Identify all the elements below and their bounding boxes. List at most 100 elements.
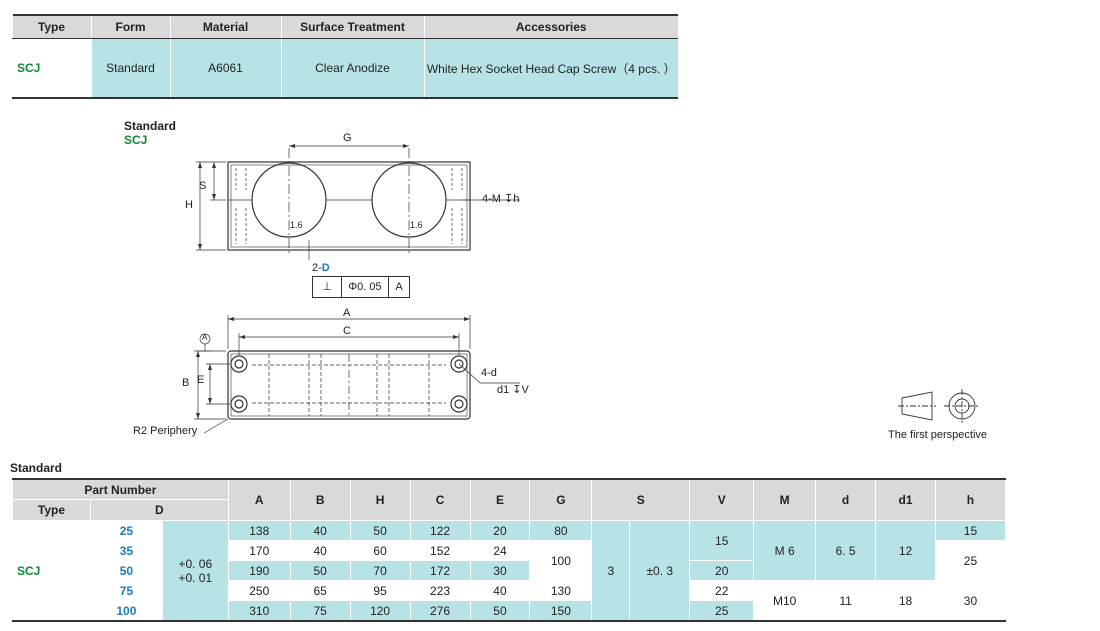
c-cell: 122 xyxy=(409,520,471,541)
b-cell: 65 xyxy=(289,580,351,601)
m-cell: M 6 xyxy=(753,520,817,581)
d-cell: 35 xyxy=(89,540,163,561)
type-cell: SCJ xyxy=(12,520,91,622)
part-number-header: Part Number xyxy=(12,478,229,500)
dim-g-label: G xyxy=(343,132,352,144)
spec-accessories: White Hex Socket Head Cap Screw（4 pcs. ） xyxy=(423,38,678,99)
h-small-cell: 30 xyxy=(934,580,1007,622)
bore-callout-letter: D xyxy=(321,262,330,274)
b-cell: 50 xyxy=(289,560,351,581)
v-cell: 20 xyxy=(689,560,755,581)
spec-header-row: Type Form Material Surface Treatment Acc… xyxy=(12,14,678,39)
col-h-small-header: h xyxy=(934,478,1007,521)
hole-callout: 4-M ↧h xyxy=(482,193,520,205)
h-cell: 50 xyxy=(349,520,411,541)
spec-material: A6061 xyxy=(169,38,281,99)
dim-c-label: C xyxy=(343,325,351,337)
d-cell: 50 xyxy=(89,560,163,581)
table-row: SCJ 25 +0. 06 +0. 01 138 40 50 122 20 80… xyxy=(12,520,1007,622)
table-title: Standard xyxy=(10,461,63,475)
dimensions-table: Part Number A B H C E G S V M d d1 h Typ… xyxy=(12,478,1007,622)
d1-cell: 12 xyxy=(875,520,936,581)
e-cell: 24 xyxy=(469,540,531,561)
a-cell: 190 xyxy=(227,560,291,581)
d-cell: 100 xyxy=(89,600,163,622)
v-cell: 22 xyxy=(689,580,755,601)
col-v-header: V xyxy=(689,478,755,521)
c-cell: 223 xyxy=(409,580,471,601)
col-e-header: E xyxy=(469,478,531,521)
h-cell: 60 xyxy=(349,540,411,561)
b-cell: 40 xyxy=(289,520,351,541)
dim-s-label: S xyxy=(199,180,207,192)
g-cell: 100 xyxy=(529,540,593,581)
spec-header-type: Type xyxy=(12,14,91,39)
perpendicularity-icon: ⊥ xyxy=(313,277,342,297)
periphery-label: R2 Periphery xyxy=(133,425,198,437)
spec-header-material: Material xyxy=(169,14,281,39)
h-small-cell: 25 xyxy=(934,540,1007,581)
a-cell: 138 xyxy=(227,520,291,541)
first-angle-projection-icon xyxy=(898,389,980,423)
m-cell: M10 xyxy=(753,580,817,622)
d-cell: 25 xyxy=(89,520,163,541)
table-row: 100 310 75 120 276 50 150 25 xyxy=(13,600,1006,622)
e-cell: 50 xyxy=(469,600,531,622)
tolerance-value: Φ0. 05 xyxy=(342,277,389,297)
col-d1-header: d1 xyxy=(875,478,936,521)
a-cell: 310 xyxy=(227,600,291,622)
bore-callout: 2-D xyxy=(312,262,330,274)
e-cell: 30 xyxy=(469,560,531,581)
front-body xyxy=(227,161,471,251)
perspective-label: The first perspective xyxy=(888,429,988,441)
r16-left: 1.6 xyxy=(290,220,303,230)
datum-a-label: A xyxy=(202,333,208,342)
col-b-header: B xyxy=(289,478,351,521)
d-small-cell: 6. 5 xyxy=(815,520,877,581)
col-h-header: H xyxy=(349,478,411,521)
c-cell: 152 xyxy=(409,540,471,561)
drawing-title: Standard xyxy=(124,119,177,133)
col-c-header: C xyxy=(409,478,471,521)
h-cell: 70 xyxy=(349,560,411,581)
type-header: Type xyxy=(12,499,91,521)
dim-e-label: E xyxy=(197,374,205,386)
bore-callout-prefix: 2- xyxy=(312,262,322,274)
table-row: 35 170 40 60 152 24 100 25 xyxy=(13,540,1007,581)
e-cell: 40 xyxy=(469,580,531,601)
g-cell: 130 xyxy=(529,580,593,601)
counterbore-callout-2: d1 ↧V xyxy=(497,384,529,396)
col-m-header: M xyxy=(753,478,817,521)
e-cell: 20 xyxy=(469,520,531,541)
dim-h-label: H xyxy=(185,199,193,211)
spec-type: SCJ xyxy=(12,38,91,99)
dim-a-label: A xyxy=(343,307,351,319)
s-tol-cell: ±0. 3 xyxy=(629,520,691,622)
d-tolerance-cell: +0. 06 +0. 01 xyxy=(161,520,229,622)
a-cell: 250 xyxy=(227,580,291,601)
dim-b-label: B xyxy=(182,377,190,389)
s-value-cell: 3 xyxy=(591,520,631,622)
r16-right: 1.6 xyxy=(410,220,423,230)
spec-surface: Clear Anodize xyxy=(280,38,424,99)
h-small-cell: 15 xyxy=(934,520,1007,541)
drawing-subtitle: SCJ xyxy=(124,133,148,147)
c-cell: 276 xyxy=(409,600,471,622)
col-a-header: A xyxy=(227,478,291,521)
tolerance-datum: A xyxy=(395,281,403,293)
spec-header-form: Form xyxy=(90,14,170,39)
tol-lower: +0. 01 xyxy=(178,570,213,585)
table-row: 75 250 65 95 223 40 130 22 M10 11 18 30 xyxy=(13,580,1007,622)
b-cell: 75 xyxy=(289,600,351,622)
front-view-drawing xyxy=(196,144,520,260)
h-cell: 120 xyxy=(349,600,411,622)
g-cell: 150 xyxy=(529,600,593,622)
v-cell: 25 xyxy=(689,600,755,622)
spec-row: SCJ Standard A6061 Clear Anodize White H… xyxy=(12,38,678,99)
spec-form: Standard xyxy=(90,38,170,99)
d-small-cell: 11 xyxy=(815,580,877,622)
d1-cell: 18 xyxy=(875,580,936,622)
col-d-header: d xyxy=(815,478,877,521)
top-body xyxy=(227,350,471,420)
spec-header-surface: Surface Treatment xyxy=(280,14,424,39)
